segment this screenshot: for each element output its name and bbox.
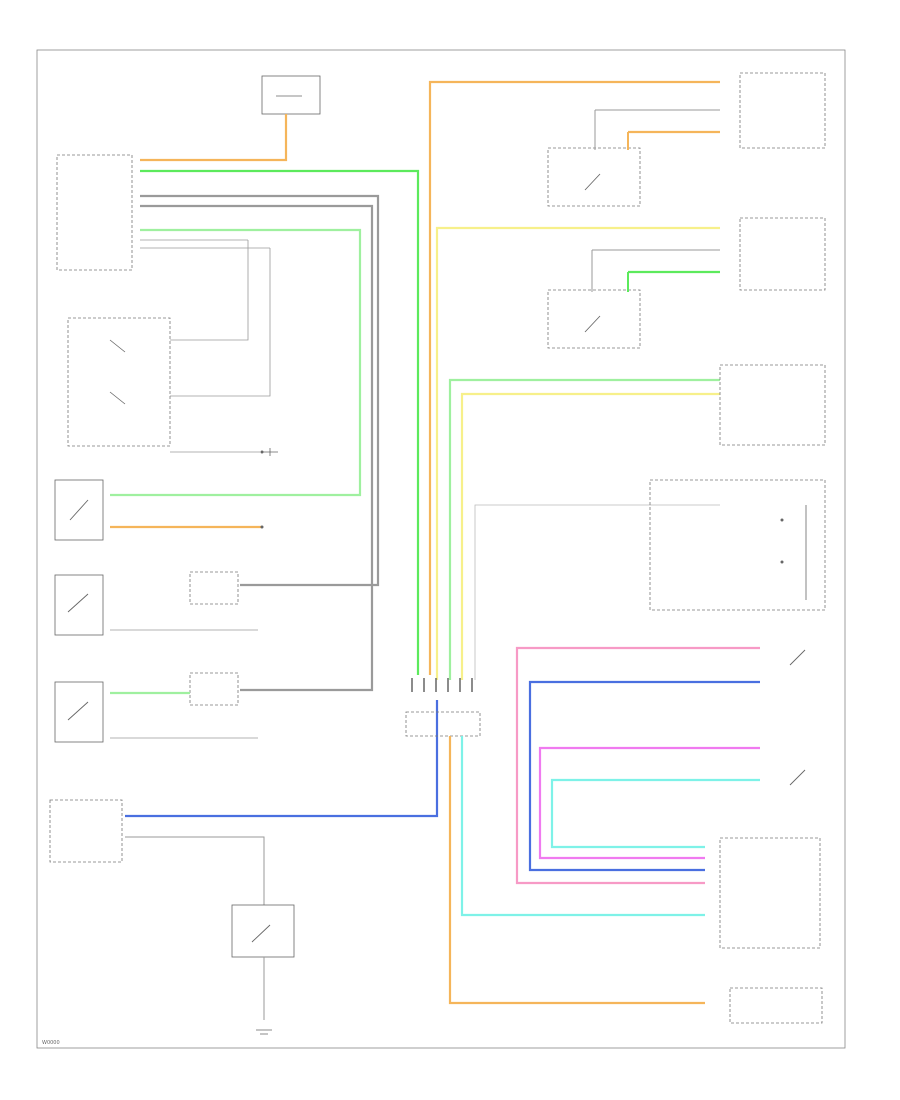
dimmer-switch-contact-2 [109,391,126,405]
seat-belt-relay [231,904,295,958]
relay-ground-symbol [256,1029,272,1035]
cyan-wire-liftgate [550,778,760,849]
orange-wire-end [260,525,264,529]
cyan-wire-splice-to-module [460,736,705,917]
radio-module [729,987,823,1024]
dimmer-ground-symbol [262,448,278,456]
harness-splice-block [405,711,481,737]
magenta-wire-liftgate [538,746,760,860]
dimmer-connector-dot [260,450,264,454]
right-door-ajar-sensor [189,672,239,706]
relay-module-top [547,147,641,207]
relay-top-contact [584,173,601,191]
left-front-door-switch [54,574,104,636]
panel-connector-dot-2 [780,560,784,564]
pink-wire-liftgate [515,646,760,885]
right-module-top [739,72,826,149]
right-front-door-switch [54,681,104,743]
relay-middle-contact [584,315,601,333]
relay-module-middle [547,289,641,349]
liftgate-switch-contact-1 [789,649,806,666]
harness-connector-pins [411,678,473,692]
bcm-wire-to-dimmer-2 [170,248,271,397]
fuse-block-top [261,75,321,115]
blue-wire-cluster-to-harness [125,700,439,818]
headlamp-switch [54,479,104,541]
headlamp-dimmer-switch [67,317,171,447]
gray-wire-cluster-to-relay [125,836,265,905]
gray-bundle-wire [474,504,720,680]
seat-belt-relay-contact [251,924,271,943]
bcm-wire-to-dimmer-1 [170,240,249,341]
instrument-panel-fuse-block [649,479,826,611]
panel-connector-dot-1 [780,518,784,522]
yellow-bundle-wire-2 [460,392,720,680]
left-door-switch-contact [67,593,89,613]
green-wire-bcm-to-harness [140,169,420,675]
orange-bundle-wire [428,80,720,675]
green-bundle-wire [448,378,720,680]
liftgate-switch-contact-2 [789,769,806,786]
gray-wire-bcm-1 [140,194,380,587]
yellow-bundle-wire [435,226,720,680]
blue-wire-liftgate [528,680,760,872]
right-module-middle [739,217,826,291]
left-door-ajar-sensor [189,571,239,605]
instrument-cluster-module [49,799,123,863]
diagram-frame [36,49,846,1049]
liftgate-module [719,837,821,949]
gray-wire-bcm-2 [140,204,374,692]
right-module-lower [719,364,826,446]
right-door-switch-contact [67,701,89,721]
footer-code: W0000 [42,1040,60,1046]
orange-wire-fuse-to-bcm [140,114,288,162]
headlamp-switch-contact [69,499,89,521]
dimmer-switch-contact-1 [109,339,126,353]
body-control-module [56,154,133,271]
orange-wire-splice-to-radio [448,736,705,1005]
lt-green-wire-bcm-to-switch [110,228,362,497]
